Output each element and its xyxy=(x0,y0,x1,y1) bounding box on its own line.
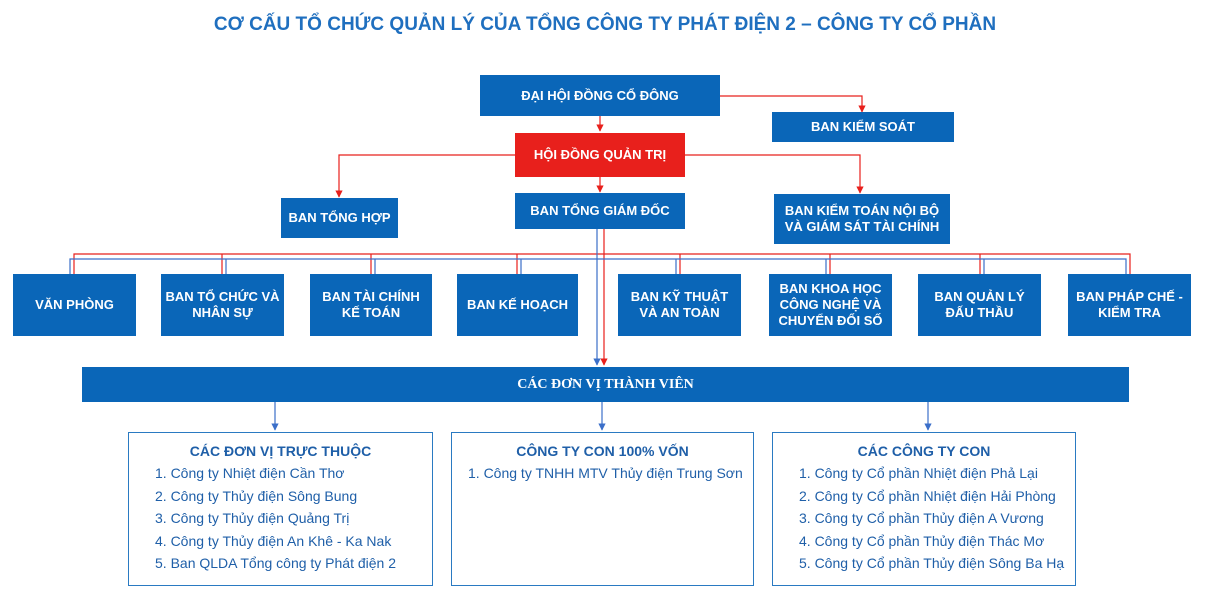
general-affairs-box: BAN TỔNG HỢP xyxy=(281,198,398,238)
list-item: 3. Công ty Cổ phần Thủy điện A Vương xyxy=(799,510,1044,526)
department-box: BAN KẾ HOẠCH xyxy=(457,274,578,336)
panel-title: CÁC CÔNG TY CON xyxy=(857,443,991,459)
department-box: BAN KHOA HỌC CÔNG NGHỆ VÀ CHUYỂN ĐỔI SỐ xyxy=(769,274,892,336)
connector-internal-audit xyxy=(685,154,864,194)
panel-wholly-owned: CÔNG TY CON 100% VỐN 1. Công ty TNHH MTV… xyxy=(451,432,754,586)
department-box: BAN PHÁP CHẾ - KIỂM TRA xyxy=(1068,274,1191,336)
list-item: 3. Công ty Thủy điện Quảng Trị xyxy=(155,510,350,526)
department-bus-red xyxy=(73,253,1131,274)
page-title: CƠ CẤU TỔ CHỨC QUẢN LÝ CỦA TỔNG CÔNG TY … xyxy=(213,14,997,35)
department-box: BAN QUẢN LÝ ĐẤU THẦU xyxy=(918,274,1041,336)
list-item: 1. Công ty TNHH MTV Thủy điện Trung Sơn xyxy=(468,465,743,481)
list-item: 5. Công ty Cổ phần Thủy điện Sông Ba Hạ xyxy=(799,555,1065,571)
supervisory-box: BAN KIỂM SOÁT xyxy=(772,112,954,142)
panel-title: CÔNG TY CON 100% VỐN xyxy=(516,443,689,459)
connector-supervisory xyxy=(720,95,866,113)
department-box: BAN TÀI CHÍNH KẾ TOÁN xyxy=(310,274,432,336)
member-units-bar: CÁC ĐƠN VỊ THÀNH VIÊN xyxy=(82,367,1129,402)
department-box: VĂN PHÒNG xyxy=(13,274,136,336)
department-box: BAN TỔ CHỨC VÀ NHÂN SỰ xyxy=(161,274,284,336)
list-item: 5. Ban QLDA Tổng công ty Phát điện 2 xyxy=(155,555,397,571)
shareholders-box: ĐẠI HỘI ĐỒNG CỔ ĐÔNG xyxy=(480,75,720,116)
list-item: 4. Công ty Thủy điện An Khê - Ka Nak xyxy=(155,532,392,549)
connector-general-affairs xyxy=(335,154,515,198)
panel-direct-units: CÁC ĐƠN VỊ TRỰC THUỘC 1. Công ty Nhiệt đ… xyxy=(128,432,433,586)
list-item: 1. Công ty Nhiệt điện Cần Thơ xyxy=(155,465,345,481)
panel-subsidiaries: CÁC CÔNG TY CON 1. Công ty Cổ phần Nhiệt… xyxy=(772,432,1076,586)
list-item: 1. Công ty Cổ phần Nhiệt điện Phả Lại xyxy=(799,465,1038,481)
list-item: 2. Công ty Thủy điện Sông Bung xyxy=(155,487,358,504)
list-item: 4. Công ty Cổ phần Thủy điện Thác Mơ xyxy=(799,532,1045,549)
panel-title: CÁC ĐƠN VỊ TRỰC THUỘC xyxy=(189,443,372,459)
internal-audit-box: BAN KIỂM TOÁN NỘI BỘ VÀ GIÁM SÁT TÀI CHÍ… xyxy=(774,194,950,244)
department-bus-blue xyxy=(69,258,1127,274)
board-box: HỘI ĐỒNG QUẢN TRỊ xyxy=(515,133,685,177)
ceo-box: BAN TỔNG GIÁM ĐỐC xyxy=(515,193,685,229)
list-item: 2. Công ty Cổ phần Nhiệt điện Hải Phòng xyxy=(799,487,1056,504)
department-box: BAN KỸ THUẬT VÀ AN TOÀN xyxy=(618,274,741,336)
